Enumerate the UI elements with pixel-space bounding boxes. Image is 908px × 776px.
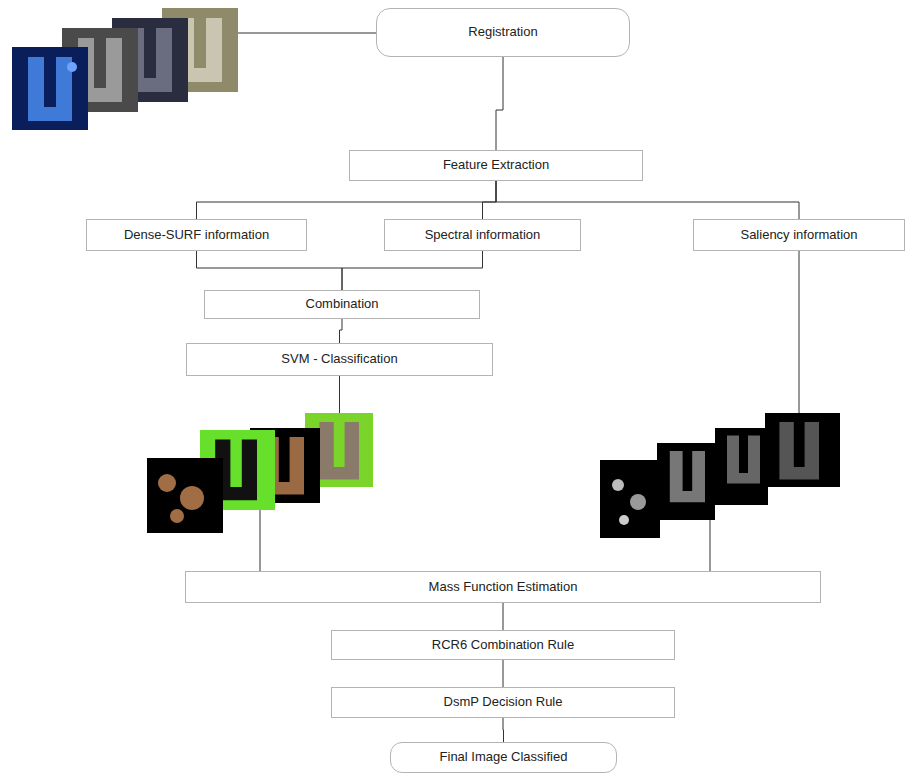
process-box: Final Image Classified <box>390 742 617 773</box>
box-label: DsmP Decision Rule <box>444 694 563 710</box>
connector-line <box>496 181 799 219</box>
box-label: Combination <box>306 296 379 312</box>
connector-line <box>503 603 504 630</box>
connector-line <box>710 251 799 571</box>
saliency-image <box>657 443 715 520</box>
connector-line <box>340 319 343 343</box>
box-label: SVM - Classification <box>281 351 397 367</box>
box-label: Final Image Classified <box>440 749 568 765</box>
connector-line <box>503 660 504 687</box>
input-image <box>12 47 88 130</box>
saliency-image <box>715 428 768 505</box>
process-box: DsmP Decision Rule <box>331 687 675 718</box>
process-box: Dense-SURF information <box>86 219 307 251</box>
saliency-image <box>765 413 840 487</box>
box-label: Registration <box>468 24 537 40</box>
leader-line <box>238 33 376 34</box>
process-box: RCR6 Combination Rule <box>331 630 675 660</box>
connector-line <box>197 181 497 219</box>
box-label: Feature Extraction <box>443 157 549 173</box>
box-label: RCR6 Combination Rule <box>432 637 574 653</box>
process-box: Saliency information <box>693 219 905 251</box>
connector-line <box>496 57 503 150</box>
connector-line <box>342 251 483 290</box>
process-box: Registration <box>376 8 630 57</box>
classified-image <box>147 458 223 533</box>
box-label: Spectral information <box>425 227 541 243</box>
box-label: Dense-SURF information <box>124 227 269 243</box>
process-box: Feature Extraction <box>349 150 643 181</box>
process-box: Spectral information <box>384 219 581 251</box>
saliency-image <box>600 460 660 538</box>
connector-line <box>503 718 505 742</box>
process-box: SVM - Classification <box>186 343 493 376</box>
box-label: Saliency information <box>740 227 857 243</box>
process-box: Combination <box>204 290 480 319</box>
connector-line <box>197 251 343 290</box>
process-box: Mass Function Estimation <box>185 571 821 603</box>
connector-line <box>483 181 497 219</box>
box-label: Mass Function Estimation <box>429 579 578 595</box>
